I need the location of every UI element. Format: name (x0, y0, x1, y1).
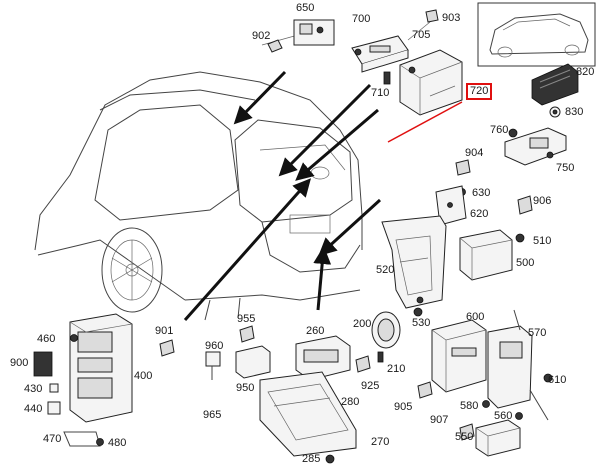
part-label-550: 550 (455, 431, 474, 443)
part-label-650: 650 (296, 2, 315, 14)
part-label-560: 560 (494, 410, 513, 422)
part-460-bolt (70, 334, 78, 342)
part-285-nut (325, 454, 335, 464)
part-960-relay (205, 351, 221, 380)
part-label-620: 620 (470, 208, 489, 220)
part-label-750: 750 (556, 162, 575, 174)
part-label-285: 285 (302, 453, 321, 465)
part-710-bolt (383, 71, 391, 85)
part-906-connector (517, 195, 533, 215)
part-label-760: 760 (490, 124, 509, 136)
part-901-connector (159, 339, 175, 357)
part-210-screw (377, 351, 384, 363)
vehicle-location-inset (477, 2, 596, 67)
part-label-210: 210 (387, 363, 406, 375)
part-600-amplifier (431, 319, 487, 393)
part-550-module (475, 419, 521, 457)
vehicle-rear-body (34, 71, 363, 321)
part-440-relay (47, 401, 61, 415)
part-label-500: 500 (516, 257, 535, 269)
part-570-bracket (487, 309, 549, 421)
part-200-speaker (371, 311, 401, 349)
part-label-710: 710 (371, 87, 390, 99)
part-label-907: 907 (430, 414, 449, 426)
part-label-820: 820 (576, 66, 595, 78)
part-400-fuse-box (69, 313, 133, 423)
part-label-530: 530 (412, 317, 431, 329)
part-label-705: 705 (412, 29, 431, 41)
part-label-580: 580 (460, 400, 479, 412)
part-902-connector (267, 39, 283, 53)
part-580-bolt (482, 400, 490, 408)
part-500-control-module (459, 229, 513, 281)
part-820-antenna-module (531, 63, 579, 106)
part-label-905: 905 (394, 401, 413, 413)
part-label-900: 900 (10, 357, 29, 369)
part-650-module (293, 19, 335, 46)
part-700-relay-module (351, 35, 409, 73)
part-label-903: 903 (442, 12, 461, 24)
part-760-bolt (508, 128, 518, 138)
part-label-460: 460 (37, 333, 56, 345)
part-label-280: 280 (341, 396, 360, 408)
part-520-mounting-frame (381, 215, 447, 309)
leader-lines (183, 21, 463, 321)
part-900-connector (33, 351, 53, 377)
part-label-510: 510 (533, 235, 552, 247)
part-label-965: 965 (203, 409, 222, 421)
part-label-720-highlighted: 720 (466, 83, 493, 100)
part-430-fuse (49, 383, 59, 393)
part-label-260: 260 (306, 325, 325, 337)
part-907-connector (459, 423, 475, 441)
part-label-630: 630 (472, 187, 491, 199)
part-903-connector (425, 9, 439, 23)
part-260-fuse-block (295, 335, 351, 381)
part-label-400: 400 (134, 370, 153, 382)
part-label-830: 830 (565, 106, 584, 118)
part-label-440: 440 (24, 403, 43, 415)
part-480-bolt (96, 438, 104, 446)
part-label-955: 955 (237, 313, 256, 325)
part-610-nut (543, 373, 553, 383)
part-label-600: 600 (466, 311, 485, 323)
part-label-430: 430 (24, 383, 43, 395)
part-label-925: 925 (361, 380, 380, 392)
part-label-904: 904 (465, 147, 484, 159)
part-label-901: 901 (155, 325, 174, 337)
part-label-902: 902 (252, 30, 271, 42)
part-750-bracket-module (504, 127, 567, 166)
part-510-bolt (515, 233, 525, 243)
part-label-906: 906 (533, 195, 552, 207)
part-label-270: 270 (371, 436, 390, 448)
part-620-bracket (435, 185, 467, 226)
part-label-480: 480 (108, 437, 127, 449)
part-830-nut (549, 106, 561, 118)
part-905-connector (417, 381, 433, 399)
part-470-bracket (63, 431, 101, 447)
part-925-connector (355, 355, 371, 373)
part-label-570: 570 (528, 327, 547, 339)
part-950-relay (235, 345, 271, 379)
part-270-tray (259, 371, 357, 457)
part-label-520: 520 (376, 264, 395, 276)
part-904-connector (455, 159, 471, 176)
part-label-960: 960 (205, 340, 224, 352)
part-label-200: 200 (353, 318, 372, 330)
part-530-nut (413, 307, 423, 317)
part-label-610: 610 (548, 374, 567, 386)
part-955-connector (239, 325, 255, 343)
part-560-nut (515, 412, 523, 420)
part-705-control-unit (399, 49, 463, 116)
part-label-700: 700 (352, 13, 371, 25)
part-label-950: 950 (236, 382, 255, 394)
part-label-470: 470 (43, 433, 62, 445)
